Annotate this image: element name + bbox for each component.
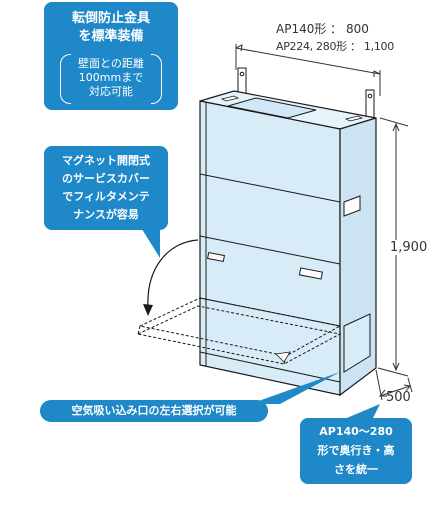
callout-tail-magnet [140, 226, 160, 258]
unit-front-face [199, 100, 341, 396]
intake-callout: 空気吸い込み口の左右選択が可能 [40, 400, 268, 422]
front-handle-left [206, 251, 226, 263]
top-vent-right [344, 115, 364, 122]
side-intake-panel [343, 313, 371, 373]
width-dimension-line [235, 44, 381, 96]
magnet-cover-text: マグネット開閉式 のサービスカバー でフィルタメンテ ナンスが容易 [62, 154, 150, 221]
callout-tail-depth [342, 404, 380, 420]
height-label: 1,900 [390, 240, 428, 255]
intake-text: 空気吸い込み口の左右選択が可能 [71, 404, 237, 417]
anti-tip-bracket-right [365, 89, 375, 119]
callout-tail-intake [250, 372, 340, 404]
top-vent [220, 95, 240, 102]
anti-tip-callout: 転倒防止金具 を標準装備 壁面との距離 100mmまで 対応可能 [44, 2, 178, 110]
width-label-ap140: AP140形 ： 800 [276, 22, 369, 36]
depth-height-text: AP140〜280 形で奥行き・高 さを統一 [317, 425, 395, 476]
front-handle-right [298, 267, 323, 280]
side-handle [343, 195, 361, 217]
magnet-cover-callout: マグネット開閉式 のサービスカバー でフィルタメンテ ナンスが容易 [44, 146, 168, 230]
depth-height-callout: AP140〜280 形で奥行き・高 さを統一 [300, 418, 412, 484]
swing-arrow [147, 239, 199, 309]
width-label-ap224: AP224, 280形 ： 1,100 [276, 40, 394, 53]
depth-dimension-line [375, 369, 413, 401]
anti-tip-title: 転倒防止金具 を標準装備 [71, 11, 150, 44]
anti-tip-note: 壁面との距離 100mmまで 対応可能 [78, 57, 144, 98]
depth-label: 500 [386, 390, 411, 405]
